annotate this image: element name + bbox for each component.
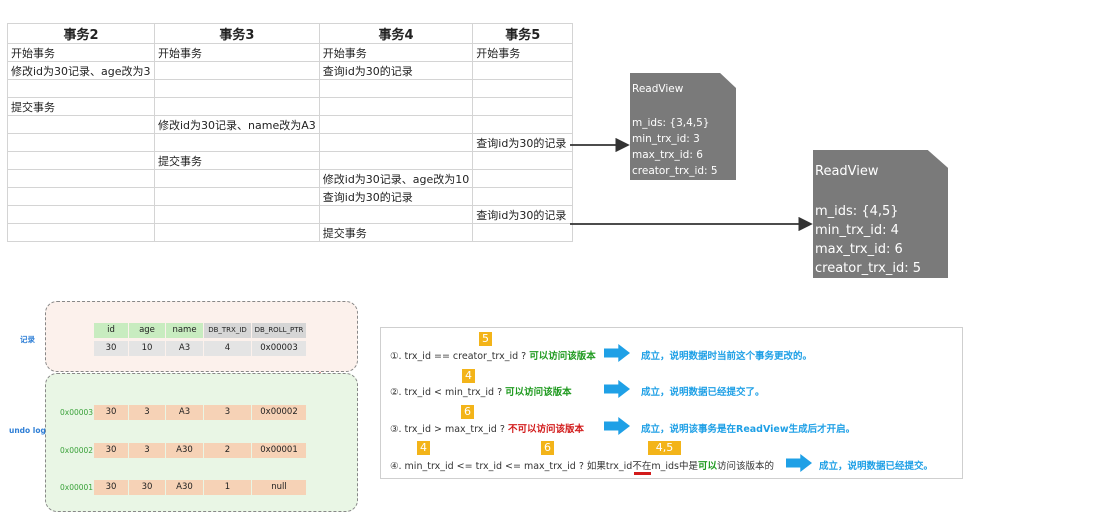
table-row: 查询id为30的记录 <box>7 205 574 224</box>
table-cell <box>472 223 574 242</box>
record-value-cell: 10 <box>129 341 165 356</box>
readview-line: max_trx_id: 6 <box>815 242 903 257</box>
rule-description: 成立，说明该事务是在ReadView生成后才开启。 <box>641 424 856 435</box>
rule-text: 访问该版本的 <box>717 461 775 472</box>
readview-line: max_trx_id: 6 <box>632 149 703 161</box>
readview-line: creator_trx_id: 5 <box>815 261 921 276</box>
undo-value-cell: 30 <box>129 480 165 495</box>
rule-badge: 4 <box>417 441 430 455</box>
rule-badge: 6 <box>461 405 474 419</box>
rule-ok-text: 可以访问该版本 <box>529 351 596 362</box>
undo-log-label: undo log <box>9 426 46 435</box>
undo-value-cell: 0x00001 <box>252 443 306 458</box>
underline-mark <box>634 472 651 475</box>
record-header-cell: age <box>129 323 165 338</box>
table-row: 提交事务 <box>7 223 574 242</box>
undo-value-cell: 30 <box>94 443 128 458</box>
undo-value-cell: A30 <box>166 480 203 495</box>
record-header-cell: id <box>94 323 128 338</box>
transaction-table: 事务2 事务3 事务4 事务5 开始事务开始事务开始事务开始事务修改id为30记… <box>7 23 574 242</box>
record-header-cell: DB_ROLL_PTR <box>252 323 306 338</box>
table-cell: 查询id为30的记录 <box>472 133 574 152</box>
undo-value-cell: 0x00002 <box>252 405 306 420</box>
rule-text: m_ids中是 <box>651 461 698 472</box>
undo-value-cell: 1 <box>204 480 251 495</box>
arrow-right-icon <box>604 417 630 435</box>
rule-3: ③. trx_id > max_trx_id ? 不可以访问该版本 <box>390 421 584 435</box>
rule-no-text: 不可以访问该版本 <box>507 424 584 435</box>
record-value-cell: 4 <box>204 341 251 356</box>
record-label: 记录 <box>20 335 35 344</box>
record-header-cell: DB_TRX_ID <box>204 323 251 338</box>
readview-title: ReadView <box>632 83 684 95</box>
rule-4: ④. min_trx_id <= trx_id <= max_trx_id ? … <box>390 458 774 472</box>
undo-value-cell: 2 <box>204 443 251 458</box>
rule-badge: 6 <box>541 441 554 455</box>
readview-line: min_trx_id: 4 <box>815 223 899 238</box>
undo-address: 0x00002 <box>60 446 94 455</box>
record-header-cell: name <box>166 323 203 338</box>
rule-text: ①. trx_id == creator_trx_id ? <box>390 351 527 362</box>
readview-line: min_trx_id: 3 <box>632 133 700 145</box>
readview-card: ReadView m_ids: {4,5} min_trx_id: 4 max_… <box>813 150 948 278</box>
rule-description: 成立，说明数据已经提交。 <box>819 461 934 472</box>
table-row: 修改id为30记录、name改为A3 <box>7 115 574 134</box>
readview-line: m_ids: {4,5} <box>815 204 899 219</box>
rule-ok-text: 可以访问该版本 <box>505 387 572 398</box>
table-cell: 查询id为30的记录 <box>318 187 474 206</box>
table-row: 查询id为30的记录 <box>7 133 574 152</box>
undo-value-cell: A3 <box>166 405 203 420</box>
table-cell: 开始事务 <box>7 43 155 62</box>
undo-value-cell: A30 <box>166 443 203 458</box>
readview-line: m_ids: {3,4,5} <box>632 117 710 129</box>
rule-text: ④. min_trx_id <= trx_id <= max_trx_id ? … <box>390 461 633 472</box>
table-cell: 提交事务 <box>318 223 474 242</box>
rule-description: 成立，说明数据时当前这个事务更改的。 <box>641 351 813 362</box>
table-row <box>7 79 574 98</box>
undo-value-cell: 3 <box>129 405 165 420</box>
undo-value-cell: 30 <box>94 480 128 495</box>
rule-description: 成立，说明数据已经提交了。 <box>641 387 765 398</box>
table-cell: 修改id为30记录、age改为10 <box>318 169 474 188</box>
undo-value-cell: 3 <box>129 443 165 458</box>
undo-value-cell: 30 <box>94 405 128 420</box>
table-cell <box>7 223 155 242</box>
rule-text: ②. trx_id < min_trx_id ? <box>390 387 503 398</box>
rule-badge: 5 <box>479 332 492 346</box>
rule-ok-text: 可以 <box>697 461 717 472</box>
rule-no-text: 不在 <box>632 461 652 472</box>
rule-2: ②. trx_id < min_trx_id ? 可以访问该版本 <box>390 384 572 398</box>
rule-badge: 4 <box>462 369 475 383</box>
readview-title: ReadView <box>815 164 879 179</box>
arrow-right-icon <box>604 344 630 362</box>
table-cell: 修改id为30记录、age改为3 <box>7 61 155 80</box>
undo-value-cell: null <box>252 480 306 495</box>
readview-card: ReadView m_ids: {3,4,5} min_trx_id: 3 ma… <box>630 73 736 180</box>
record-value-cell: 0x00003 <box>252 341 306 356</box>
undo-value-cell: 3 <box>204 405 251 420</box>
rule-text: ③. trx_id > max_trx_id ? <box>390 424 505 435</box>
rule-1: ①. trx_id == creator_trx_id ? 可以访问该版本 <box>390 348 596 362</box>
table-cell <box>154 223 320 242</box>
record-value-cell: 30 <box>94 341 128 356</box>
arrow-right-icon <box>786 454 812 472</box>
arrow-right-icon <box>604 380 630 398</box>
undo-address: 0x00001 <box>60 483 94 492</box>
undo-address: 0x00003 <box>60 408 94 417</box>
rule-badge: 4,5 <box>648 441 681 455</box>
readview-line: creator_trx_id: 5 <box>632 165 718 177</box>
record-value-cell: A3 <box>166 341 203 356</box>
